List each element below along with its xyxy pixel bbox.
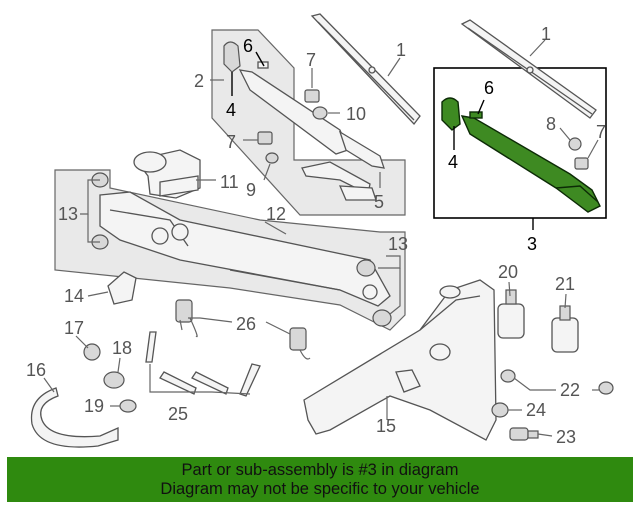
callout-labels: 1 1 2 3 4 4 5 6 6 7 7 7 8 9 10 11 12 13 … [26, 24, 606, 447]
arm-group-panel [211, 29, 406, 216]
clip-18[interactable] [103, 371, 125, 389]
clip-19[interactable] [119, 399, 137, 413]
washer-reservoir[interactable] [303, 279, 497, 441]
callout-21[interactable]: 21 [555, 274, 575, 294]
level-sensor-23[interactable] [509, 427, 539, 441]
callout-7-middle[interactable]: 7 [226, 132, 236, 152]
hose-25-group[interactable] [145, 331, 261, 397]
nut-10[interactable] [312, 106, 328, 120]
wiper-arm-part-3-highlighted[interactable] [441, 97, 601, 213]
callout-18[interactable]: 18 [112, 338, 132, 358]
callout-13-right[interactable]: 13 [388, 234, 408, 254]
notice-line-1: Part or sub-assembly is #3 in diagram [181, 461, 459, 479]
sensor-26-right[interactable] [289, 327, 311, 360]
nut-7-middle[interactable] [257, 131, 273, 145]
callout-7-right[interactable]: 7 [596, 122, 606, 142]
callout-12[interactable]: 12 [266, 204, 286, 224]
callout-26[interactable]: 26 [236, 314, 256, 334]
callout-5[interactable]: 5 [374, 192, 384, 212]
cap-8[interactable] [568, 137, 582, 151]
grommet-13-top-right[interactable] [356, 259, 376, 277]
callout-25[interactable]: 25 [168, 404, 188, 424]
callout-4-left[interactable]: 4 [226, 100, 236, 120]
washer-9[interactable] [265, 152, 279, 164]
wiper-motor[interactable] [133, 149, 201, 199]
callout-11[interactable]: 11 [220, 172, 239, 192]
wiper-linkage[interactable] [99, 191, 391, 307]
callout-24[interactable]: 24 [526, 400, 546, 420]
callout-1-right[interactable]: 1 [541, 24, 551, 44]
callout-16[interactable]: 16 [26, 360, 46, 380]
notice-line-2: Diagram may not be specific to your vehi… [160, 480, 480, 498]
callout-1-left[interactable]: 1 [396, 40, 406, 60]
washer-pump-21[interactable] [551, 305, 579, 353]
notice-banner: Part or sub-assembly is #3 in diagram Di… [7, 457, 633, 502]
callout-19[interactable]: 19 [84, 396, 104, 416]
callout-17[interactable]: 17 [64, 318, 84, 338]
callout-9[interactable]: 9 [246, 180, 256, 200]
grommet-22-left[interactable] [500, 369, 516, 383]
callout-15[interactable]: 15 [376, 416, 396, 436]
callout-10[interactable]: 10 [346, 104, 366, 124]
callout-6-left[interactable]: 6 [243, 36, 253, 56]
grommet-24[interactable] [491, 402, 509, 418]
sensor-26-left[interactable] [175, 299, 198, 338]
callout-14[interactable]: 14 [64, 286, 84, 306]
callout-6-right[interactable]: 6 [484, 78, 494, 98]
callout-2[interactable]: 2 [194, 71, 204, 91]
bracket-14[interactable] [107, 271, 137, 305]
washer-pump-20[interactable] [497, 289, 525, 339]
callout-3[interactable]: 3 [527, 234, 537, 254]
callout-8[interactable]: 8 [546, 114, 556, 134]
leader-lines [43, 39, 600, 437]
callout-13-left[interactable]: 13 [58, 204, 78, 224]
hose-16[interactable] [30, 387, 119, 448]
grommet-22-right[interactable] [598, 381, 614, 395]
callout-7-top[interactable]: 7 [306, 50, 316, 70]
grommet-13-bottom-right[interactable] [372, 309, 392, 327]
callout-4-right[interactable]: 4 [448, 152, 458, 172]
callout-22[interactable]: 22 [560, 380, 580, 400]
callout-23[interactable]: 23 [556, 427, 576, 447]
nut-7-right[interactable] [574, 157, 589, 170]
wiper-blade-left[interactable] [310, 13, 421, 126]
callout-20[interactable]: 20 [498, 262, 518, 282]
nut-7-left[interactable] [304, 89, 320, 103]
wiper-blade-right[interactable] [460, 19, 597, 119]
wiper-arm-assembly-left[interactable] [223, 41, 385, 201]
